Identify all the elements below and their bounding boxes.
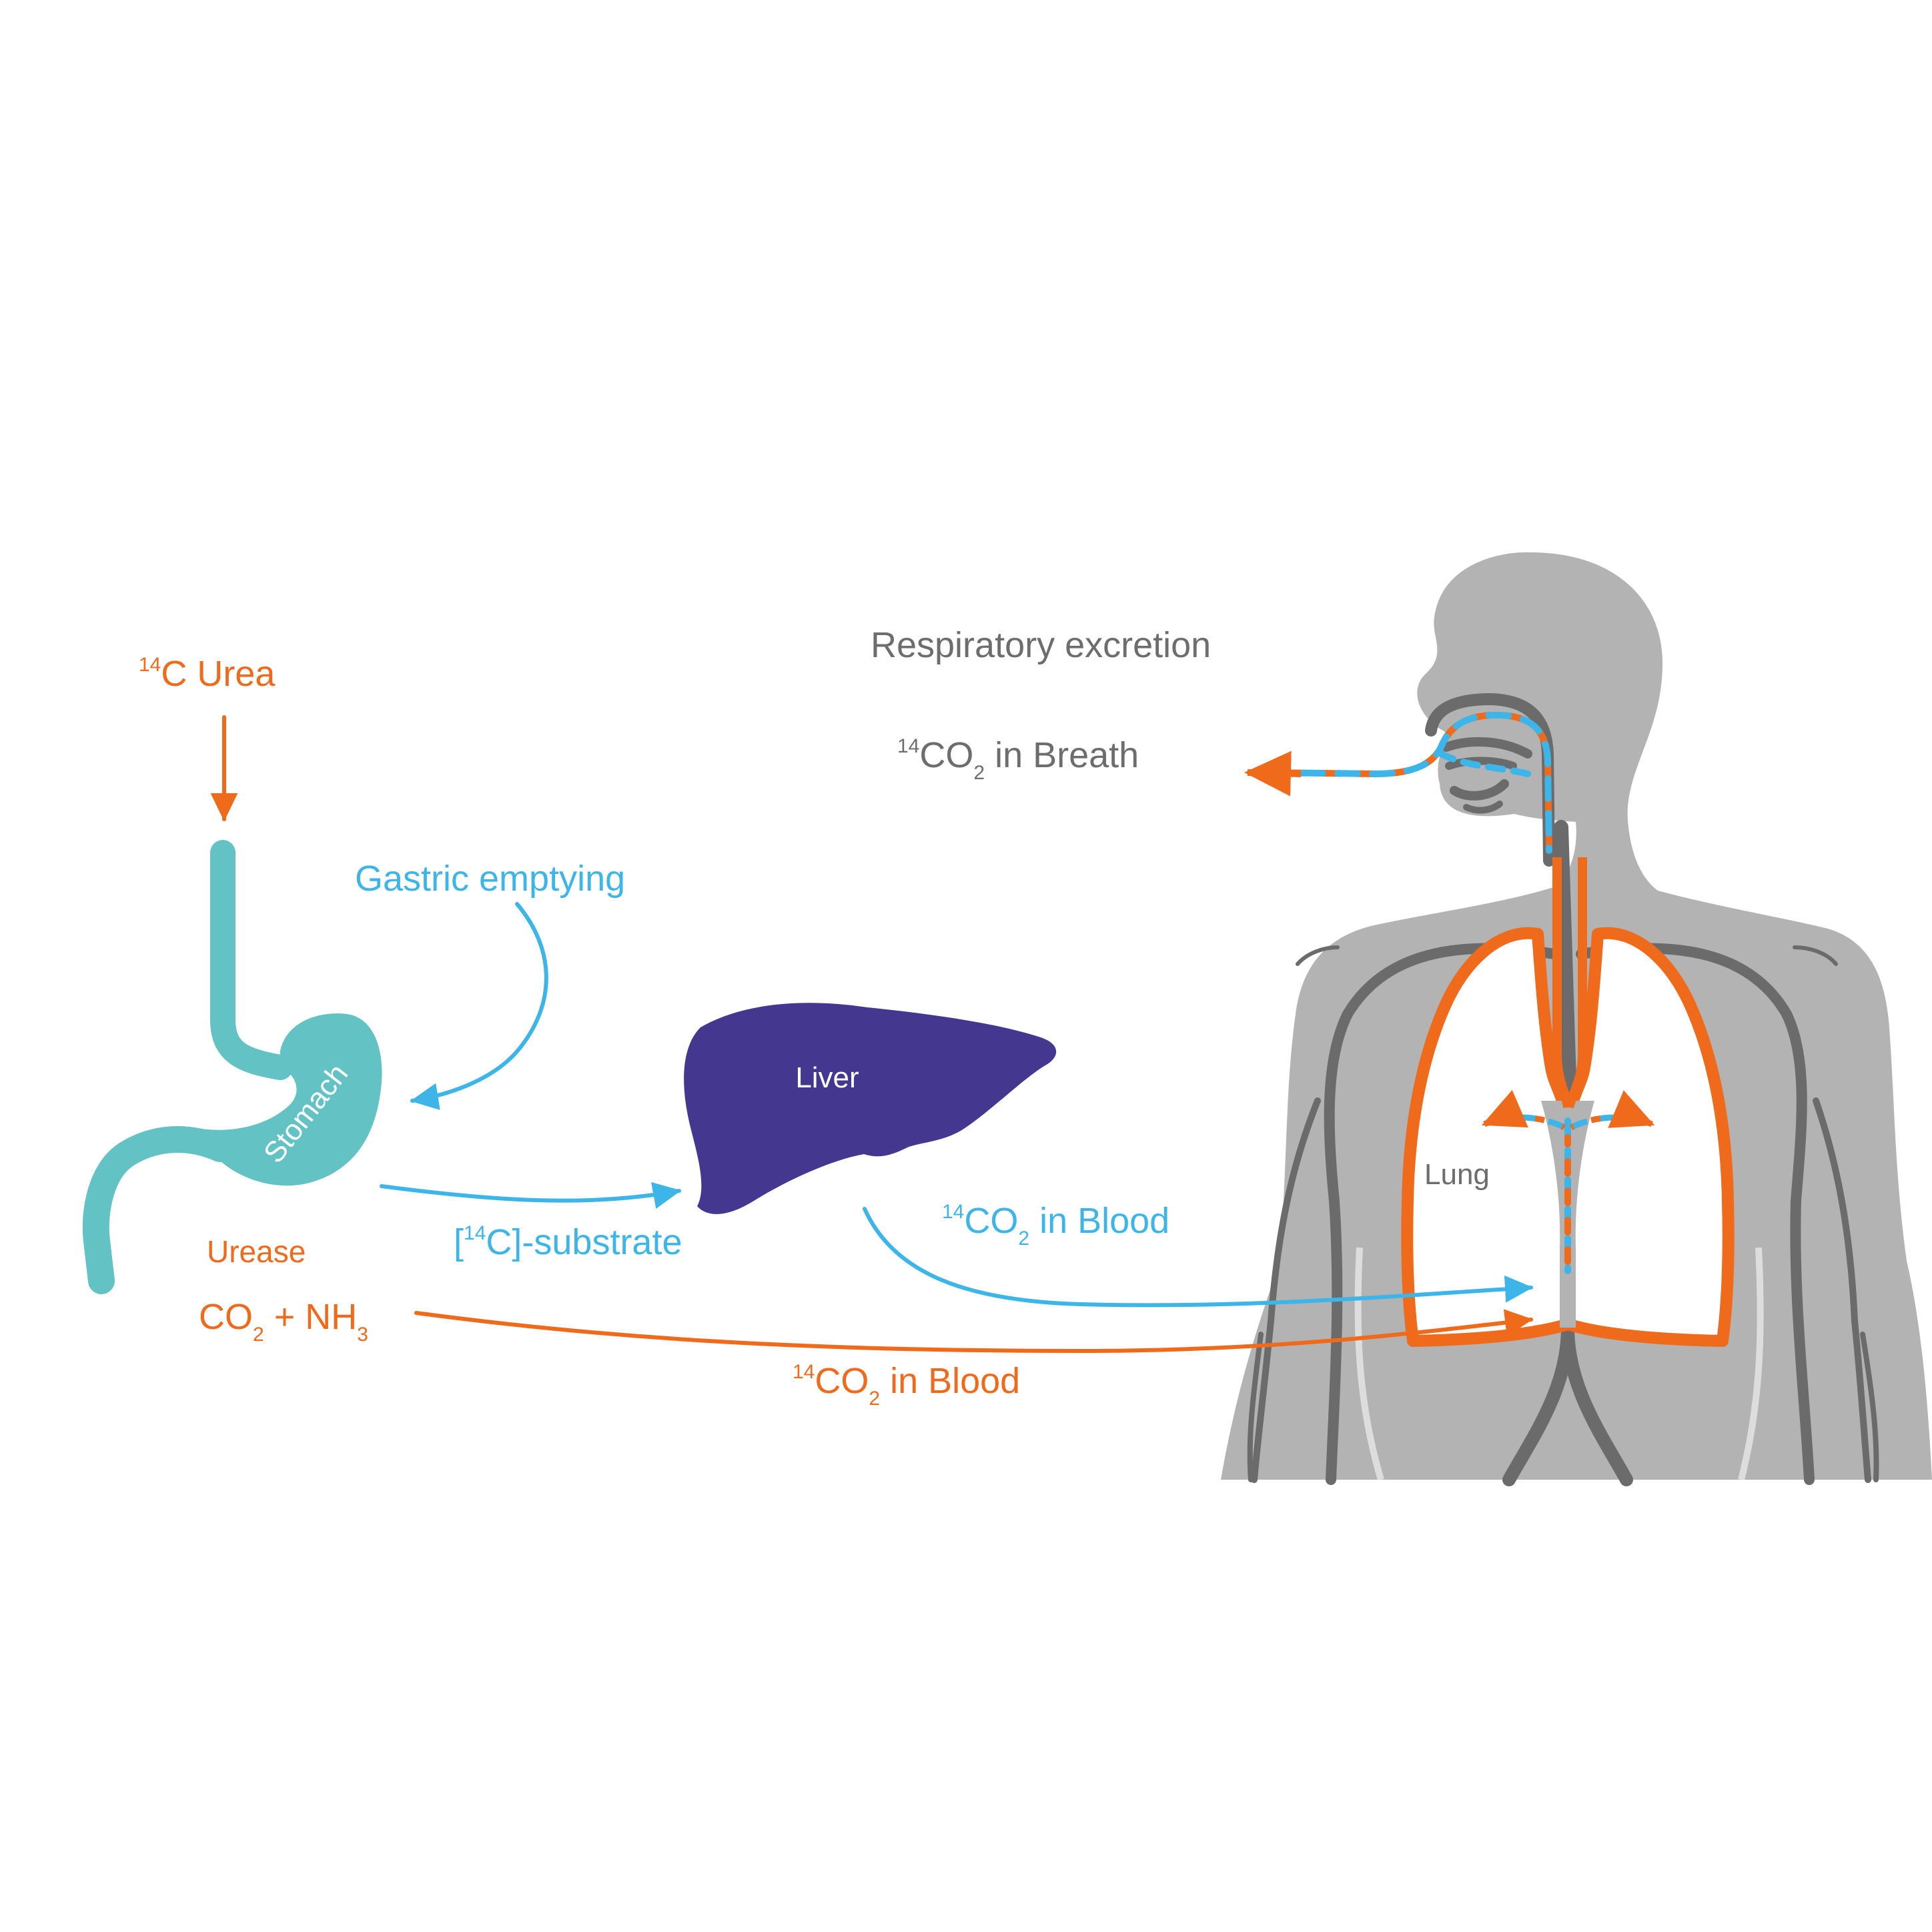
urease-label: Urease: [207, 1234, 306, 1269]
body-silhouette: [1221, 552, 1932, 1480]
duodenum-tube: [82, 1126, 233, 1294]
airway: [1425, 692, 1576, 1088]
human-torso-silhouette-icon: [1221, 552, 1932, 1486]
esophagus-tube: [210, 840, 293, 1080]
gastric-emptying-arrow: [410, 902, 548, 1110]
stomach-body: [193, 1013, 382, 1186]
reaction-label: CO2 + NH3: [199, 1297, 368, 1346]
substrate-label: [14C]-substrate: [454, 1222, 682, 1262]
blood-orange-arrow: [414, 1309, 1533, 1354]
blood-orange-label: 14CO2 in Blood: [793, 1361, 1020, 1410]
liver-label: Liver: [795, 1061, 859, 1094]
stomach-icon: Stomach: [82, 840, 382, 1294]
blood-blue-arrow: [863, 1207, 1533, 1308]
urea-label: 14C Urea: [139, 654, 276, 694]
liver-icon: Liver: [684, 1003, 1057, 1214]
left-lung: [1401, 927, 1574, 1347]
blood-vessels: [1247, 943, 1879, 1486]
breath-label: 14CO2 in Breath: [897, 735, 1139, 784]
respiratory-excretion-label: Respiratory excretion: [871, 625, 1211, 665]
breath-flow: [1264, 711, 1571, 1274]
blood-blue-label: 14CO2 in Blood: [942, 1201, 1169, 1250]
liver-shape: [684, 1003, 1057, 1214]
flow-arrows: [210, 715, 1533, 1354]
substrate-arrow: [380, 1181, 681, 1210]
lung-label: Lung: [1424, 1158, 1490, 1191]
gastric-emptying-label: Gastric emptying: [355, 859, 625, 899]
gas-exchange-arrows: [1481, 1089, 1655, 1131]
